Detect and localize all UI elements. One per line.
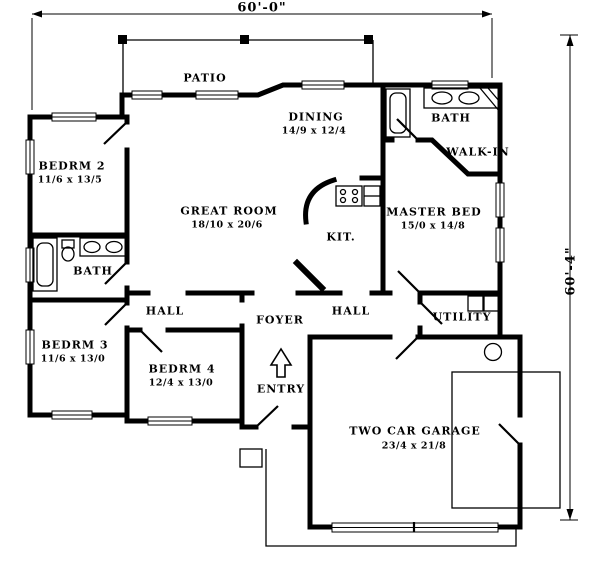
room-label-bath-left: BATH <box>73 264 113 278</box>
patio-post-icon <box>364 35 373 44</box>
room-label-bedrm4: BEDRM 4 <box>148 362 216 376</box>
utility-fixtures <box>467 295 503 362</box>
sink-icon <box>431 91 453 105</box>
washer-icon <box>467 295 484 312</box>
vanity-counter <box>423 87 501 109</box>
walls <box>27 82 523 530</box>
doors <box>103 118 521 446</box>
room-label-garage: TWO CAR GARAGE <box>349 424 481 438</box>
dimension-top-label: 60'-0" <box>237 0 287 16</box>
garage-door <box>331 522 499 533</box>
dryer-icon <box>483 295 500 312</box>
kitchen-fixtures <box>335 185 381 207</box>
bath-top-fixtures <box>385 87 501 138</box>
room-label-master-bed: MASTER BED <box>386 205 482 219</box>
room-label-bath-top: BATH <box>431 111 471 125</box>
room-label-walk-in: WALK-IN <box>446 145 510 159</box>
room-size-great-room: 18/10 x 20/6 <box>191 219 263 231</box>
room-size-bedrm4: 12/4 x 13/0 <box>148 377 214 389</box>
bath-left-fixtures <box>32 237 128 292</box>
vanity-counter <box>79 237 128 257</box>
kitchen-counter-wall <box>303 175 386 225</box>
room-label-bedrm3: BEDRM 3 <box>41 338 109 352</box>
corner-fireplace <box>292 258 327 293</box>
room-size-master-bed: 15/0 x 14/8 <box>400 220 466 232</box>
room-size-garage: 23/4 x 21/8 <box>381 440 447 452</box>
sink-icon <box>83 240 101 254</box>
slab-outlines <box>239 371 561 547</box>
water-heater-icon <box>483 342 503 362</box>
dimension-right-label: 60'-4" <box>563 246 579 296</box>
room-label-kitchen: KIT. <box>326 230 356 244</box>
room-label-foyer: FOYER <box>256 313 304 327</box>
entry-direction-arrow-icon <box>269 347 293 378</box>
entry-porch-pad <box>239 448 263 468</box>
room-size-dining: 14/9 x 12/4 <box>281 125 347 137</box>
dimension-lines <box>31 10 578 521</box>
sink-icon <box>105 240 123 254</box>
room-label-hall-right: HALL <box>331 304 371 318</box>
bathtub-icon <box>32 237 58 292</box>
room-size-bedrm2: 11/6 x 13/5 <box>37 174 103 186</box>
toilet-icon <box>61 239 75 249</box>
room-label-patio: PATIO <box>183 71 227 85</box>
sink-icon <box>458 91 480 105</box>
shower-corner <box>479 87 501 113</box>
room-label-hall-left: HALL <box>145 304 185 318</box>
room-label-utility: UTILITY <box>432 310 492 324</box>
room-label-great-room: GREAT ROOM <box>180 204 278 218</box>
patio-post-icon <box>240 35 249 44</box>
windows <box>25 80 505 426</box>
stove-icon <box>335 185 363 207</box>
room-size-bedrm3: 11/6 x 13/0 <box>40 353 106 365</box>
bathtub-icon <box>385 88 411 138</box>
patio-outline <box>118 35 374 95</box>
room-label-entry: ENTRY <box>256 382 306 396</box>
room-label-dining: DINING <box>288 110 344 124</box>
room-label-bedrm2: BEDRM 2 <box>38 159 106 173</box>
patio-post-icon <box>118 35 127 44</box>
